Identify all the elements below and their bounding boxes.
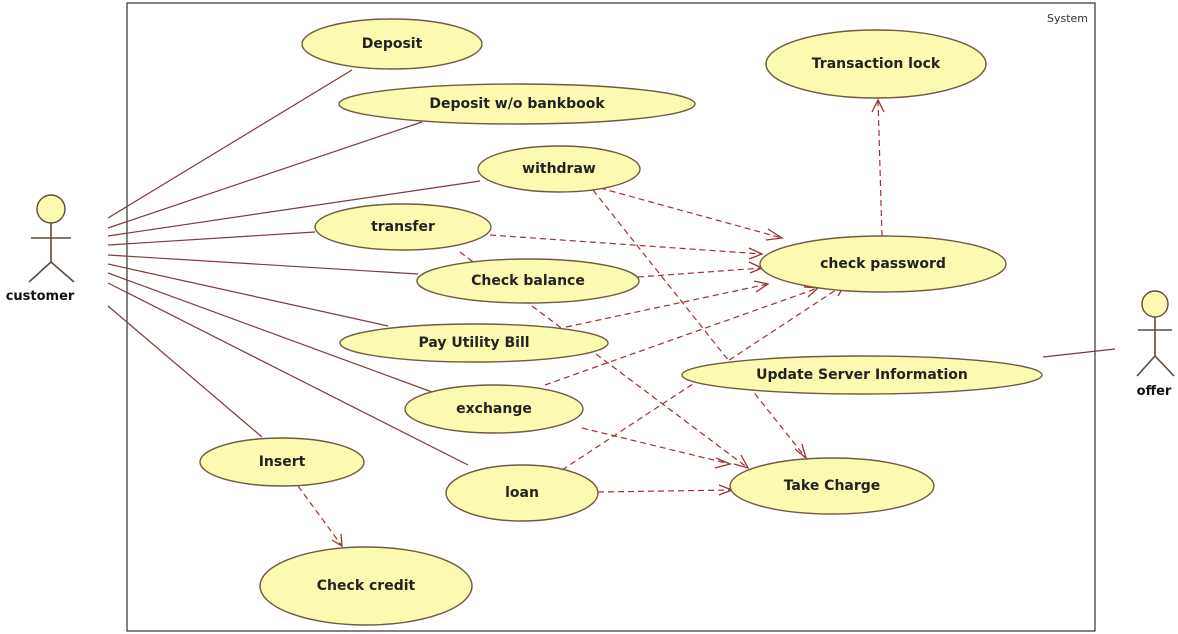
association-offer-update-server-information xyxy=(1042,348,1116,358)
use-case-transfer-shape xyxy=(314,203,492,251)
use-case-transaction-lock-label: Transaction lock xyxy=(812,56,941,72)
use-case-take-charge-label: Take Charge xyxy=(784,478,881,494)
association-customer-exchange xyxy=(107,272,433,393)
association-customer-withdraw xyxy=(107,180,481,237)
use-case-insert-shape xyxy=(199,437,365,487)
use-case-loan: loan xyxy=(445,464,599,522)
association-customer-deposit-wo-bankbook xyxy=(107,121,423,229)
association-customer-transfer xyxy=(107,231,316,246)
use-case-check-balance-label: Check balance xyxy=(471,273,585,289)
dep-arrowhead xyxy=(331,533,343,548)
dep-arrowhead xyxy=(714,457,732,469)
dep-arrowhead xyxy=(753,280,770,293)
actor-customer-left-leg xyxy=(28,261,52,283)
use-case-check-balance-shape xyxy=(416,258,640,304)
use-case-exchange: exchange xyxy=(404,384,584,434)
system-title: System xyxy=(1047,12,1088,25)
actor-customer-head xyxy=(36,194,66,224)
association-customer-pay-utility-bill xyxy=(107,263,389,327)
use-case-deposit-shape xyxy=(301,18,483,70)
dep-loan-check-password xyxy=(561,283,846,471)
use-case-check-password-label: check password xyxy=(820,256,946,272)
association-customer-check-balance xyxy=(107,254,419,275)
use-case-check-credit: Check credit xyxy=(259,546,473,626)
dep-insert-check-credit xyxy=(297,485,343,547)
use-case-deposit-wo-bankbook-shape xyxy=(338,83,696,125)
dep-arrowhead xyxy=(794,443,808,460)
actor-customer-label: customer xyxy=(6,289,75,304)
use-case-transfer: transfer xyxy=(314,203,492,251)
use-case-exchange-label: exchange xyxy=(456,401,532,417)
use-case-update-server-information-shape xyxy=(681,355,1043,395)
use-case-pay-utility-bill-label: Pay Utility Bill xyxy=(418,335,529,351)
customer-associations xyxy=(107,69,481,466)
use-case-loan-shape xyxy=(445,464,599,522)
dep-check-password-transaction-lock xyxy=(877,99,883,237)
actor-offer-head xyxy=(1141,290,1169,318)
use-case-insert: Insert xyxy=(199,437,365,487)
dep-loan-take-charge xyxy=(597,489,733,493)
use-case-check-password-shape xyxy=(759,235,1007,293)
use-case-check-password: check password xyxy=(759,235,1007,293)
use-case-transaction-lock-shape xyxy=(765,29,987,99)
use-case-withdraw: withdraw xyxy=(477,145,641,193)
use-case-loan-label: loan xyxy=(505,485,539,501)
use-case-exchange-shape xyxy=(404,384,584,434)
use-case-deposit-label: Deposit xyxy=(362,36,423,52)
use-case-take-charge: Take Charge xyxy=(729,457,935,515)
dep-exchange-check-password xyxy=(544,287,819,386)
actor-customer: customer xyxy=(6,194,75,304)
use-case-deposit: Deposit xyxy=(301,18,483,70)
association-customer-insert xyxy=(107,305,263,438)
system-boundary xyxy=(126,2,1096,632)
dep-arrowhead xyxy=(803,286,820,298)
use-case-withdraw-label: withdraw xyxy=(522,161,596,177)
use-case-check-credit-shape xyxy=(259,546,473,626)
actor-offer-right-leg xyxy=(1154,355,1175,377)
use-case-deposit-wo-bankbook: Deposit w/o bankbook xyxy=(338,83,696,125)
use-case-check-credit-label: Check credit xyxy=(317,578,416,594)
dep-arrowhead xyxy=(765,228,784,241)
dep-withdraw-take-charge xyxy=(592,189,807,459)
use-case-insert-label: Insert xyxy=(259,454,306,470)
association-customer-deposit xyxy=(107,69,353,219)
dep-exchange-take-charge xyxy=(581,427,731,465)
dep-pay-utility-bill-check-password xyxy=(565,283,769,328)
dep-transfer-check-password xyxy=(489,234,763,255)
use-case-pay-utility-bill: Pay Utility Bill xyxy=(339,323,609,363)
actor-offer-left-leg xyxy=(1136,355,1156,377)
use-case-check-balance: Check balance xyxy=(416,258,640,304)
dep-withdraw-check-password xyxy=(599,187,783,239)
use-case-pay-utility-bill-shape xyxy=(339,323,609,363)
use-case-transfer-label: transfer xyxy=(371,219,435,235)
dep-check-balance-check-password xyxy=(637,267,763,278)
dep-arrowhead xyxy=(871,98,885,113)
dependencies xyxy=(297,98,885,548)
actor-offer-label: offer xyxy=(1137,384,1172,399)
actor-customer-right-leg xyxy=(50,261,75,283)
use-case-withdraw-shape xyxy=(477,145,641,193)
use-case-transaction-lock: Transaction lock xyxy=(765,29,987,99)
association-customer-loan xyxy=(107,282,469,466)
use-case-update-server-information: Update Server Information xyxy=(681,355,1043,395)
use-case-deposit-wo-bankbook-label: Deposit w/o bankbook xyxy=(429,96,605,112)
use-case-update-server-information-label: Update Server Information xyxy=(756,367,968,383)
use-case-take-charge-shape xyxy=(729,457,935,515)
dep-arrowhead xyxy=(748,247,764,260)
actor-offer: offer xyxy=(1136,290,1175,399)
dep-arrowhead xyxy=(733,454,750,470)
